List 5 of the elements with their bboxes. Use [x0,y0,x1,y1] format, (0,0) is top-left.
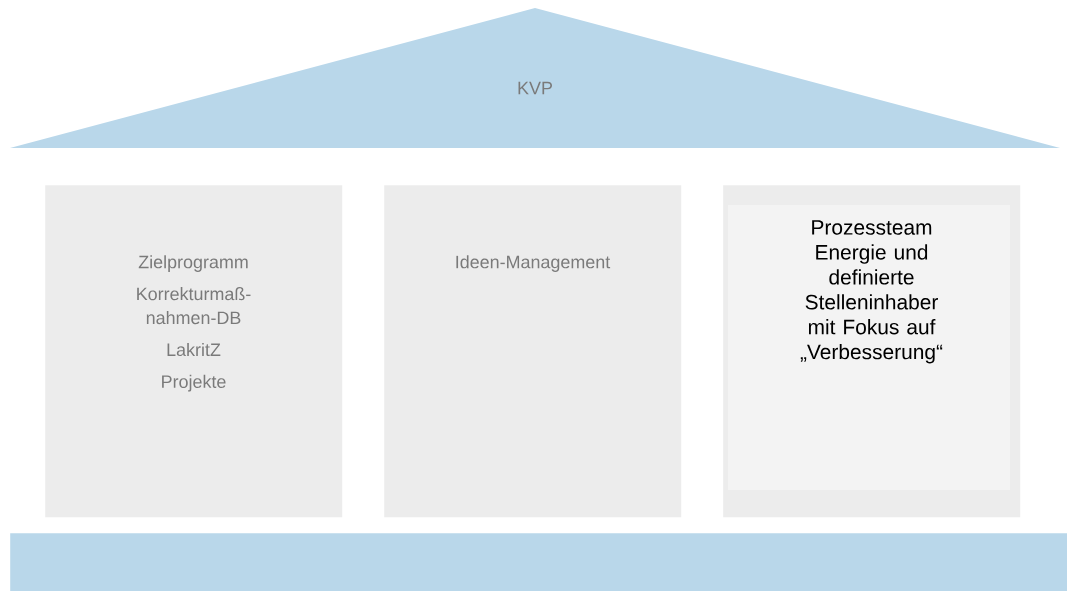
pillar-box: Prozessteam Energie und definierte Stelleninhaber mit Fokus auf „Verbesserung“ [723,185,1021,518]
base-bar [10,533,1067,591]
pillar-box: Zielprogramm Korrekturmaß- nahmen-DB LakritZ Projekte [45,185,343,518]
roof-triangle: KVP [10,8,1060,148]
pillar-box: Ideen-Management [384,185,682,518]
